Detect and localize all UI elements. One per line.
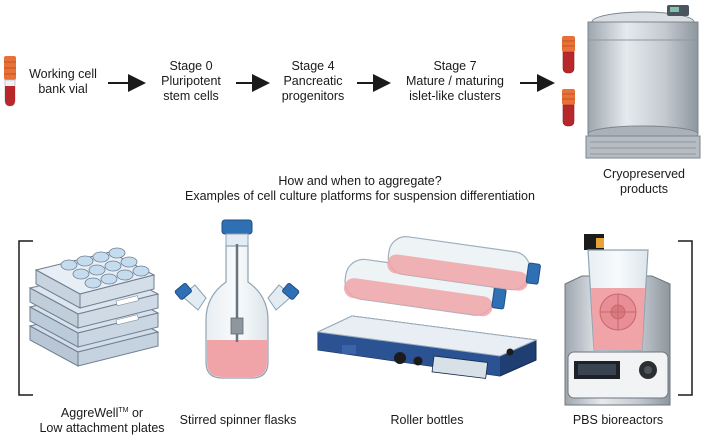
well-plates-icon (28, 247, 160, 367)
bioreactor-label: PBS bioreactors (572, 413, 664, 427)
stage7-title: Stage 7 (433, 59, 477, 73)
platform-label-plates: AggreWellTM or Low attachment plates (36, 406, 168, 436)
stage7-line1: Mature / maturing (406, 74, 504, 88)
spinner-label: Stirred spinner flasks (179, 413, 297, 427)
right-bracket (678, 240, 693, 396)
cell-bank-label-line1: Working cell (29, 67, 97, 81)
stage0-line2: stem cells (163, 89, 219, 103)
stage4-line1: Pancreatic (283, 74, 343, 88)
stage7-label: Stage 7 Mature / maturing islet-like clu… (392, 59, 518, 104)
question-heading: How and when to aggregate? Examples of c… (150, 174, 570, 204)
stage4-line2: progenitors (281, 89, 345, 103)
cryopreserved-line1: Cryopreserved (603, 167, 685, 181)
pbs-bioreactor-icon (564, 234, 671, 406)
plates-label-tail: or (128, 406, 144, 420)
roller-bottles-icon (316, 236, 541, 379)
question-line1: How and when to aggregate? (278, 174, 442, 188)
product-vials-icon (562, 36, 575, 127)
stage4-label: Stage 4 Pancreatic progenitors (270, 59, 356, 104)
stage0-label: Stage 0 Pluripotent stem cells (146, 59, 236, 104)
plates-label-line2: Low attachment plates (39, 421, 165, 435)
stage0-line1: Pluripotent (161, 74, 221, 88)
platform-label-roller: Roller bottles (382, 413, 472, 428)
spinner-flask-icon (174, 219, 300, 379)
platform-label-bioreactor: PBS bioreactors (566, 413, 670, 428)
question-line2: Examples of cell culture platforms for s… (185, 189, 535, 203)
roller-label: Roller bottles (390, 413, 464, 427)
stage7-line2: islet-like clusters (409, 89, 501, 103)
plates-label-line1: AggreWellTM or (36, 406, 168, 421)
cryopreserved-label: Cryopreserved products (598, 167, 690, 197)
cell-bank-label: Working cell bank vial (20, 67, 106, 97)
platform-label-spinner: Stirred spinner flasks (176, 413, 300, 428)
left-bracket (18, 240, 33, 396)
cell-bank-label-line2: bank vial (38, 82, 88, 96)
cryo-storage-tank-icon (585, 5, 701, 159)
cell-bank-vial-icon (4, 56, 16, 107)
stage0-title: Stage 0 (169, 59, 213, 73)
cryopreserved-line2: products (620, 182, 668, 196)
plates-label-trademark: TM (118, 406, 129, 414)
plates-label-main: AggreWell (60, 406, 119, 420)
stage4-title: Stage 4 (291, 59, 335, 73)
